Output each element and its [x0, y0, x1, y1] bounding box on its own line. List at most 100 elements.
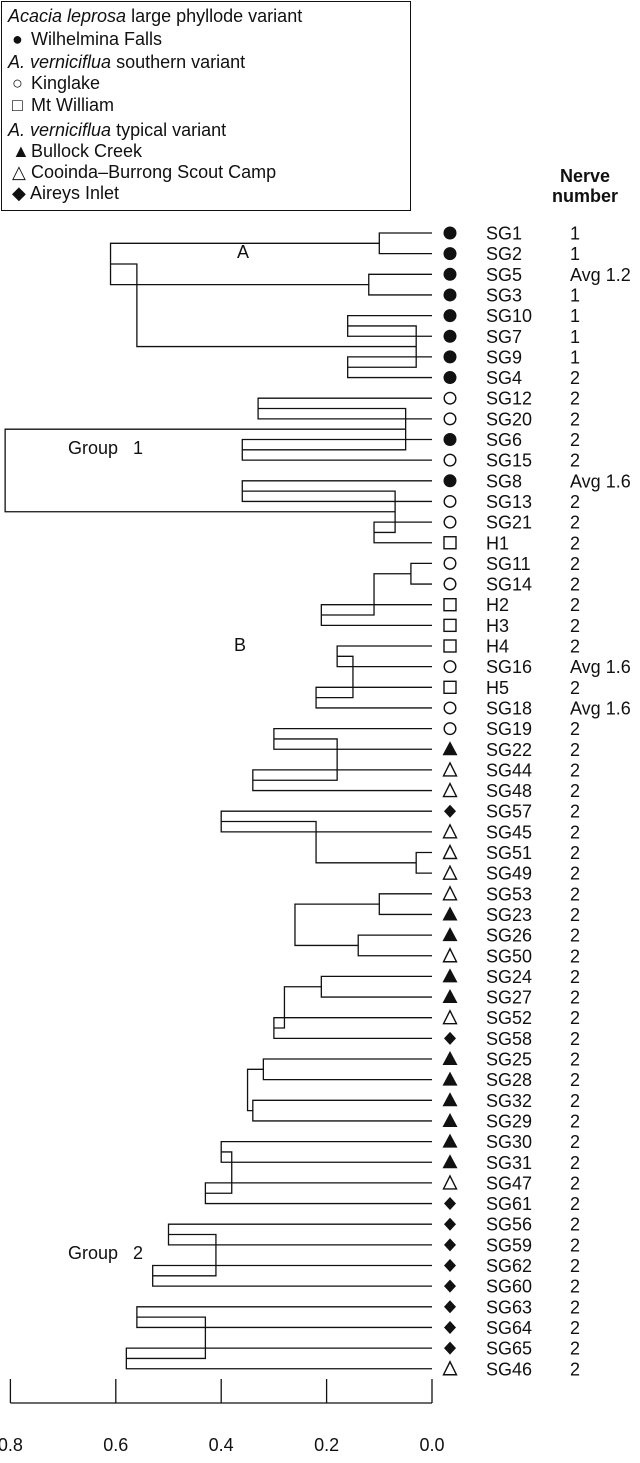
leaf-sg58: SG58 2 — [444, 1029, 580, 1049]
nerve-number: 2 — [570, 678, 580, 698]
filled-diamond-icon: ◆ — [12, 183, 26, 203]
open-square-icon — [443, 536, 457, 550]
leaf-label: SG46 — [486, 1359, 532, 1379]
nerve-number: 2 — [570, 1050, 580, 1070]
tree-link — [220, 1140, 432, 1163]
tree-link — [320, 975, 432, 998]
filled-diamond-icon — [444, 1259, 456, 1272]
tree-link — [415, 851, 432, 874]
legend-item-kinglake: ○ Kinglake — [12, 73, 101, 93]
filled-circle-icon — [443, 226, 457, 240]
cluster-label-a: A — [237, 242, 249, 262]
tree-link — [316, 655, 354, 699]
nerve-number: 2 — [570, 1070, 580, 1090]
leaf-label: SG65 — [486, 1339, 532, 1359]
axis-tick-label: 0.0 — [419, 1435, 444, 1455]
nerve-number: 1 — [570, 244, 580, 264]
tree-lines — [4, 232, 432, 1370]
nerve-number: 2 — [570, 1215, 580, 1235]
nerve-number: 2 — [570, 1091, 580, 1111]
filled-triangle-icon — [442, 906, 458, 921]
leaf-label: SG23 — [486, 905, 532, 925]
leaf-label: SG7 — [486, 327, 522, 347]
tree-link — [152, 1233, 217, 1277]
tree-link — [204, 1182, 432, 1205]
filled-triangle-icon — [442, 1071, 458, 1086]
nerve-number: 2 — [570, 1297, 580, 1317]
filled-triangle-icon — [442, 989, 458, 1004]
leaf-label: SG62 — [486, 1256, 532, 1276]
nerve-header-line1: Nerve — [559, 166, 611, 186]
filled-diamond-icon — [444, 804, 456, 818]
filled-circle-icon — [443, 288, 457, 302]
nerve-number: 2 — [570, 554, 580, 574]
nerve-number: 2 — [570, 905, 580, 925]
nerve-number: 2 — [570, 595, 580, 615]
nerve-number: 2 — [570, 575, 580, 595]
open-circle-icon — [443, 577, 457, 591]
nerve-number: 1 — [570, 285, 580, 305]
filled-circle-icon — [443, 433, 457, 446]
axis-tick-label: 0.2 — [314, 1435, 339, 1455]
legend-item-mtwilliam: □ Mt William — [12, 95, 115, 115]
legend-item-aireys: ◆ Aireys Inlet — [12, 183, 120, 203]
nerve-number: 2 — [570, 926, 580, 946]
filled-triangle-icon — [442, 741, 458, 756]
open-circle-icon — [443, 412, 457, 426]
open-triangle-icon — [442, 823, 458, 839]
leaf-label: SG16 — [486, 657, 532, 677]
leaf-label: SG24 — [486, 967, 532, 987]
leaf-label: SG32 — [486, 1091, 532, 1111]
open-square-icon — [443, 680, 457, 694]
leaf-label: SG58 — [486, 1029, 532, 1049]
leaf-label: SG63 — [486, 1297, 532, 1317]
nerve-number: 2 — [570, 1173, 580, 1193]
nerve-number: 2 — [570, 1029, 580, 1049]
nerve-number: 2 — [570, 884, 580, 904]
filled-diamond-icon — [444, 1279, 456, 1293]
nerve-number: 2 — [570, 1008, 580, 1028]
filled-diamond-icon — [444, 1300, 456, 1314]
filled-triangle-icon — [442, 1154, 458, 1169]
nerve-number: 2 — [570, 1339, 580, 1359]
filled-diamond-icon — [444, 1031, 456, 1045]
open-circle-icon — [443, 515, 457, 529]
filled-circle-icon — [443, 309, 457, 323]
leaf-label: SG20 — [486, 409, 532, 429]
open-triangle-icon — [442, 761, 458, 777]
filled-triangle-icon: ▲ — [12, 141, 30, 161]
open-circle-icon — [443, 701, 457, 715]
leaf-label: SG26 — [486, 926, 532, 946]
leaf-label: SG51 — [486, 843, 532, 863]
open-square-icon — [443, 598, 457, 612]
nerve-number: 2 — [570, 1235, 580, 1255]
filled-circle-icon — [443, 267, 457, 281]
filled-triangle-icon — [442, 1092, 458, 1107]
filled-circle-icon — [443, 474, 457, 488]
leaf-label: SG27 — [486, 988, 532, 1008]
legend-item-wilhelmina: ● Wilhelmina Falls — [12, 29, 163, 49]
nerve-number: 2 — [570, 1132, 580, 1152]
